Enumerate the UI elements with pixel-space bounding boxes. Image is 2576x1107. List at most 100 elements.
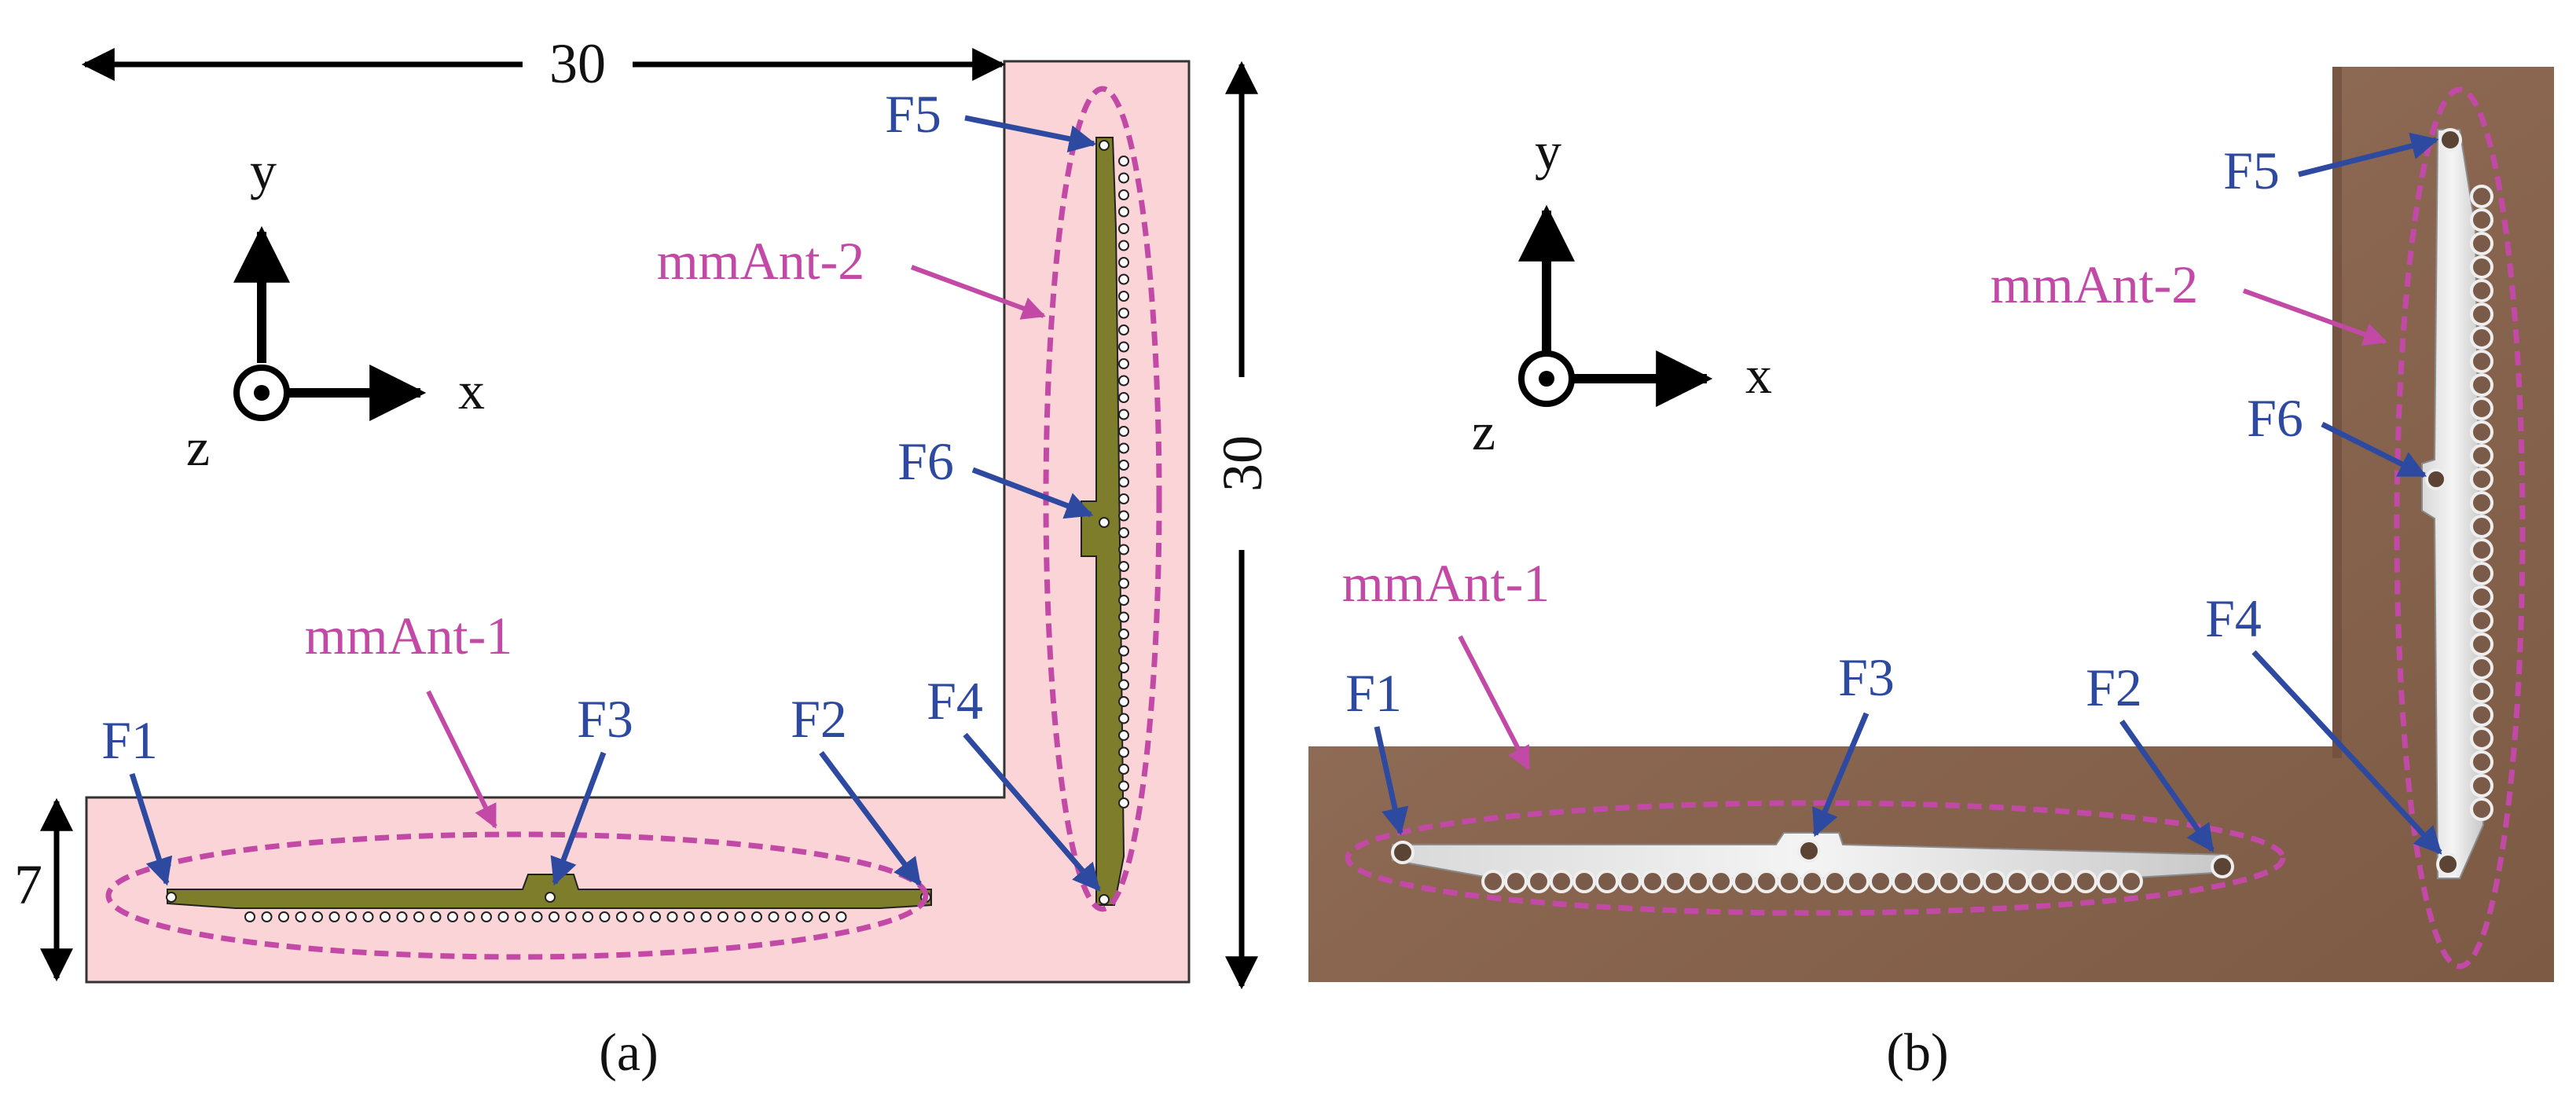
feed-f3-port xyxy=(545,892,556,903)
via-hole xyxy=(2470,397,2493,420)
dim-width-label: 30 xyxy=(549,32,606,95)
panel-a: 30 30 7 y x z mmAnt-1 mmAnt-2 F1 F2 F3 F… xyxy=(14,32,1274,1082)
antenna2-pointer-b xyxy=(2242,288,2387,346)
feed-f6-port xyxy=(1099,517,1110,528)
via-hole xyxy=(2470,279,2493,302)
via-hole xyxy=(1550,870,1573,893)
via-hole xyxy=(1118,324,1129,335)
via-hole xyxy=(1118,206,1129,218)
via-hole xyxy=(1118,561,1129,572)
via-hole xyxy=(1118,409,1129,420)
antenna1-pointer-a xyxy=(426,690,497,829)
feed-f1-port-b xyxy=(1391,841,1415,864)
axis-z-dot-a xyxy=(254,385,270,401)
via-hole xyxy=(1118,189,1129,200)
feed-f6-pointer-b xyxy=(2321,421,2427,478)
via-hole xyxy=(1118,713,1129,724)
via-hole xyxy=(1892,870,1915,893)
antenna2-label-b: mmAnt-2 xyxy=(1991,255,2198,314)
via-hole xyxy=(515,911,526,922)
via-hole xyxy=(684,911,695,922)
via-hole xyxy=(2470,774,2493,797)
axis-y-label-b: y xyxy=(1535,121,1561,181)
via-hole xyxy=(1118,392,1129,403)
via-hole xyxy=(1778,870,1801,893)
via-hole xyxy=(1118,645,1129,657)
via-hole xyxy=(751,911,762,922)
via-hole xyxy=(2470,727,2493,750)
via-hole xyxy=(650,911,661,922)
via-hole xyxy=(1481,870,1505,893)
feed-f3-port-b xyxy=(1797,839,1821,863)
via-hole xyxy=(1118,156,1129,167)
via-hole xyxy=(2470,350,2493,373)
antenna2-via-holes-b xyxy=(2470,185,2493,821)
via-hole xyxy=(1118,611,1129,623)
via-hole xyxy=(1118,341,1129,353)
via-hole xyxy=(2470,373,2493,397)
via-hole xyxy=(346,911,357,922)
feed-f3-pointer-a xyxy=(550,751,607,886)
via-hole xyxy=(1846,870,1870,893)
via-hole xyxy=(1118,426,1129,437)
via-hole xyxy=(2470,326,2493,350)
feed-f2-pointer-b xyxy=(2119,719,2215,852)
feed-f1-pointer-b xyxy=(1374,726,1409,836)
antenna1-label-b: mmAnt-1 xyxy=(1342,553,1550,613)
via-hole xyxy=(380,911,391,922)
feed-f2-pointer-a xyxy=(819,750,922,886)
via-hole xyxy=(2005,870,2029,893)
feed-f2-label-b: F2 xyxy=(2086,658,2142,717)
via-hole xyxy=(2119,870,2143,893)
via-hole xyxy=(1118,240,1129,251)
via-hole xyxy=(2470,609,2493,632)
via-hole xyxy=(1572,870,1596,893)
via-hole xyxy=(1686,870,1710,893)
via-hole xyxy=(2470,467,2493,491)
via-hole xyxy=(2470,185,2493,208)
via-hole xyxy=(1118,375,1129,387)
via-hole xyxy=(734,911,746,922)
via-hole xyxy=(413,911,424,922)
dim-height-label: 30 xyxy=(1211,435,1274,492)
via-hole xyxy=(1595,870,1619,893)
feed-f4-port-b xyxy=(2436,852,2460,876)
via-hole xyxy=(2470,632,2493,656)
via-hole xyxy=(1118,460,1129,471)
feed-f5-port-b xyxy=(2438,128,2462,152)
via-hole xyxy=(497,911,509,922)
via-hole xyxy=(1118,476,1129,488)
via-hole xyxy=(1118,493,1129,504)
via-hole xyxy=(2028,870,2052,893)
via-hole xyxy=(2470,680,2493,703)
via-hole xyxy=(464,911,475,922)
via-hole xyxy=(2470,491,2493,515)
via-hole xyxy=(633,911,644,922)
via-hole xyxy=(549,911,560,922)
via-hole xyxy=(1118,629,1129,640)
feed-f2-port-b xyxy=(2211,855,2234,878)
via-hole xyxy=(802,911,813,922)
feed-f5-label-a: F5 xyxy=(885,84,941,144)
feed-f4-port xyxy=(1099,894,1110,905)
antenna1-label-a: mmAnt-1 xyxy=(305,606,512,665)
via-hole xyxy=(1914,870,1938,893)
via-hole xyxy=(2470,538,2493,562)
via-hole xyxy=(2470,444,2493,467)
via-hole xyxy=(1664,870,1687,893)
panel-b: y x z mmAnt-1 mmAnt-2 F1 F2 F3 F4 F5 F6 … xyxy=(1308,67,2554,1082)
via-hole xyxy=(2470,208,2493,232)
via-hole xyxy=(1118,797,1129,808)
via-hole xyxy=(1618,870,1642,893)
feed-f6-label-a: F6 xyxy=(897,431,954,491)
via-hole xyxy=(1118,307,1129,319)
via-hole xyxy=(2470,562,2493,585)
via-hole xyxy=(1504,870,1528,893)
via-hole xyxy=(1800,870,1824,893)
via-hole xyxy=(2074,870,2097,893)
feed-f4-label-b: F4 xyxy=(2205,588,2262,648)
via-hole xyxy=(1755,870,1778,893)
via-hole xyxy=(700,911,712,922)
feed-f4-label-a: F4 xyxy=(927,671,983,731)
